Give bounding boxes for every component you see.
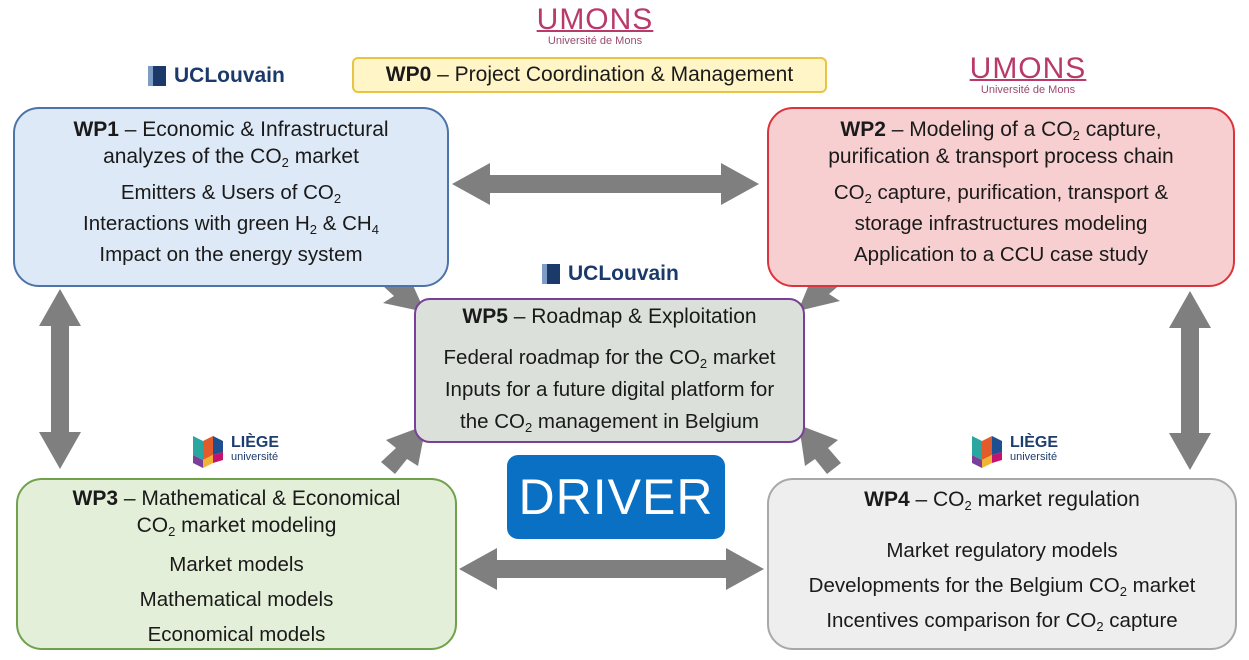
- liege-logo-sub: université: [231, 451, 279, 463]
- liege-emblem-icon: [193, 436, 223, 468]
- liege-logo-left: LIÈGE université: [193, 432, 279, 468]
- wp5-line-text: Federal roadmap for the CO: [443, 346, 700, 369]
- wp1-title-part: market: [288, 145, 359, 168]
- wp5-title: WP5 – Roadmap & Exploitation: [416, 302, 803, 332]
- uclouvain-logo-center: UCLouvain: [542, 262, 679, 286]
- uclouvain-logo-word: UCLouvain: [568, 262, 679, 285]
- wp4-line-text: market: [1126, 574, 1196, 597]
- wp1-line-text: & CH: [317, 212, 372, 235]
- subscript: 2: [699, 356, 708, 371]
- wp5-line-text: management in Belgium: [532, 410, 759, 433]
- arrow-wp1-wp3: [39, 289, 81, 469]
- driver-logo: DRIVER: [507, 455, 725, 539]
- uclouvain-emblem-icon: [148, 66, 166, 86]
- wp2-line-1: CO2 capture, purification, transport &: [769, 177, 1233, 208]
- subscript: 2: [1119, 584, 1127, 599]
- wp1-line-3: Impact on the energy system: [99, 243, 363, 266]
- wp4-title-part: market regulation: [971, 488, 1140, 511]
- wp1-line-text: Emitters & Users of CO: [120, 181, 334, 204]
- wp1-title: WP1 – Economic & Infrastructural analyze…: [15, 116, 447, 170]
- wp4-line-3: Incentives comparison for CO2 capture: [769, 603, 1235, 638]
- uclouvain-logo-word: UCLouvain: [174, 64, 285, 87]
- wp1-line-2: Interactions with green H2 & CH4: [15, 208, 447, 239]
- liege-logo-sub: université: [1010, 451, 1058, 463]
- wp1-box: WP1 – Economic & Infrastructural analyze…: [13, 107, 449, 287]
- wp5-line-1: Federal roadmap for the CO2 market: [416, 342, 803, 374]
- subscript: 2: [1096, 619, 1104, 634]
- subscript: 2: [864, 191, 872, 206]
- subscript: 4: [371, 222, 379, 237]
- wp5-line-2: Inputs for a future digital platform for: [444, 378, 775, 401]
- arrow-wp3-wp5: [381, 425, 426, 474]
- wp3-code: WP3: [72, 487, 119, 510]
- wp5-line-3: the CO2 management in Belgium: [416, 406, 803, 438]
- umons-logo-sub: Université de Mons: [547, 35, 643, 47]
- wp4-line-1: Market regulatory models: [886, 539, 1118, 562]
- liege-emblem-icon: [972, 436, 1002, 468]
- umons-logo-word: UMONS: [969, 52, 1087, 85]
- wp2-title-part: – Modeling of a CO: [885, 118, 1073, 141]
- wp4-box: WP4 – CO2 market regulation Market regul…: [767, 478, 1237, 650]
- wp1-code: WP1: [73, 118, 119, 141]
- wp1-line-text: Interactions with green H: [83, 212, 310, 235]
- wp2-title: WP2 – Modeling of a CO2 capture, purific…: [769, 116, 1233, 170]
- wp2-line-3: Application to a CCU case study: [854, 243, 1148, 266]
- wp3-line-1: Market models: [169, 553, 304, 576]
- wp3-title: WP3 – Mathematical & Economical CO2 mark…: [18, 485, 455, 539]
- uclouvain-emblem-icon: [542, 264, 560, 284]
- wp2-title-part: purification & transport process chain: [828, 145, 1174, 168]
- subscript: 2: [309, 222, 318, 237]
- subscript: 2: [168, 524, 176, 539]
- wp3-line-3: Economical models: [147, 623, 326, 646]
- wp2-box: WP2 – Modeling of a CO2 capture, purific…: [767, 107, 1235, 287]
- wp2-line-text: CO: [833, 181, 865, 204]
- wp5-line-text: market: [707, 346, 776, 369]
- wp3-title-part: – Mathematical & Economical: [118, 487, 401, 510]
- wp2-code: WP2: [840, 118, 886, 141]
- arrow-wp2-wp4: [1169, 291, 1211, 470]
- wp4-title-part: – CO: [909, 488, 965, 511]
- liege-logo-word: LIÈGE: [231, 434, 280, 451]
- umons-logo-top: UMONS Université de Mons: [527, 3, 663, 48]
- uclouvain-logo-left: UCLouvain: [148, 64, 285, 88]
- wp1-title-part: analyzes of the CO: [103, 145, 282, 168]
- wp4-line-text: Developments for the Belgium CO: [808, 574, 1120, 597]
- wp2-line-text: capture, purification, transport &: [871, 181, 1169, 204]
- arrow-wp3-wp4: [459, 548, 764, 590]
- subscript: 2: [964, 498, 972, 513]
- wp2-title-part: capture,: [1079, 118, 1162, 141]
- wp4-code: WP4: [864, 488, 910, 511]
- wp0-box: WP0 – Project Coordination & Management: [352, 57, 827, 93]
- wp3-title-part: market modeling: [175, 514, 337, 537]
- umons-logo-sub: Université de Mons: [980, 84, 1076, 96]
- wp2-line-2: storage infrastructures modeling: [854, 212, 1148, 235]
- umons-logo-word: UMONS: [536, 3, 654, 36]
- wp1-title-part: – Economic & Infrastructural: [118, 118, 389, 141]
- subscript: 2: [524, 420, 533, 435]
- wp3-box: WP3 – Mathematical & Economical CO2 mark…: [16, 478, 457, 650]
- wp4-line-2: Developments for the Belgium CO2 market: [769, 568, 1235, 603]
- arrow-wp1-wp2: [452, 163, 759, 205]
- subscript: 2: [1072, 128, 1080, 143]
- wp4-line-text: capture: [1103, 609, 1178, 632]
- arrow-wp4-wp5: [799, 425, 841, 474]
- wp0-title: – Project Coordination & Management: [431, 63, 794, 86]
- wp1-line-1: Emitters & Users of CO2: [15, 177, 447, 208]
- wp5-code: WP5: [462, 305, 508, 328]
- subscript: 2: [333, 191, 342, 206]
- umons-logo-right: UMONS Université de Mons: [958, 52, 1098, 97]
- wp5-title-part: – Roadmap & Exploitation: [507, 305, 757, 328]
- liege-logo-word: LIÈGE: [1010, 434, 1059, 451]
- wp5-box: WP5 – Roadmap & Exploitation Federal roa…: [414, 298, 805, 443]
- subscript: 2: [281, 155, 289, 170]
- wp0-code: WP0: [385, 63, 432, 86]
- wp4-title: WP4 – CO2 market regulation: [769, 485, 1235, 515]
- wp3-title-part: CO: [136, 514, 169, 537]
- liege-logo-right: LIÈGE université: [972, 432, 1058, 468]
- wp5-line-text: the CO: [460, 410, 525, 433]
- wp4-line-text: Incentives comparison for CO: [826, 609, 1097, 632]
- wp3-line-2: Mathematical models: [139, 588, 334, 611]
